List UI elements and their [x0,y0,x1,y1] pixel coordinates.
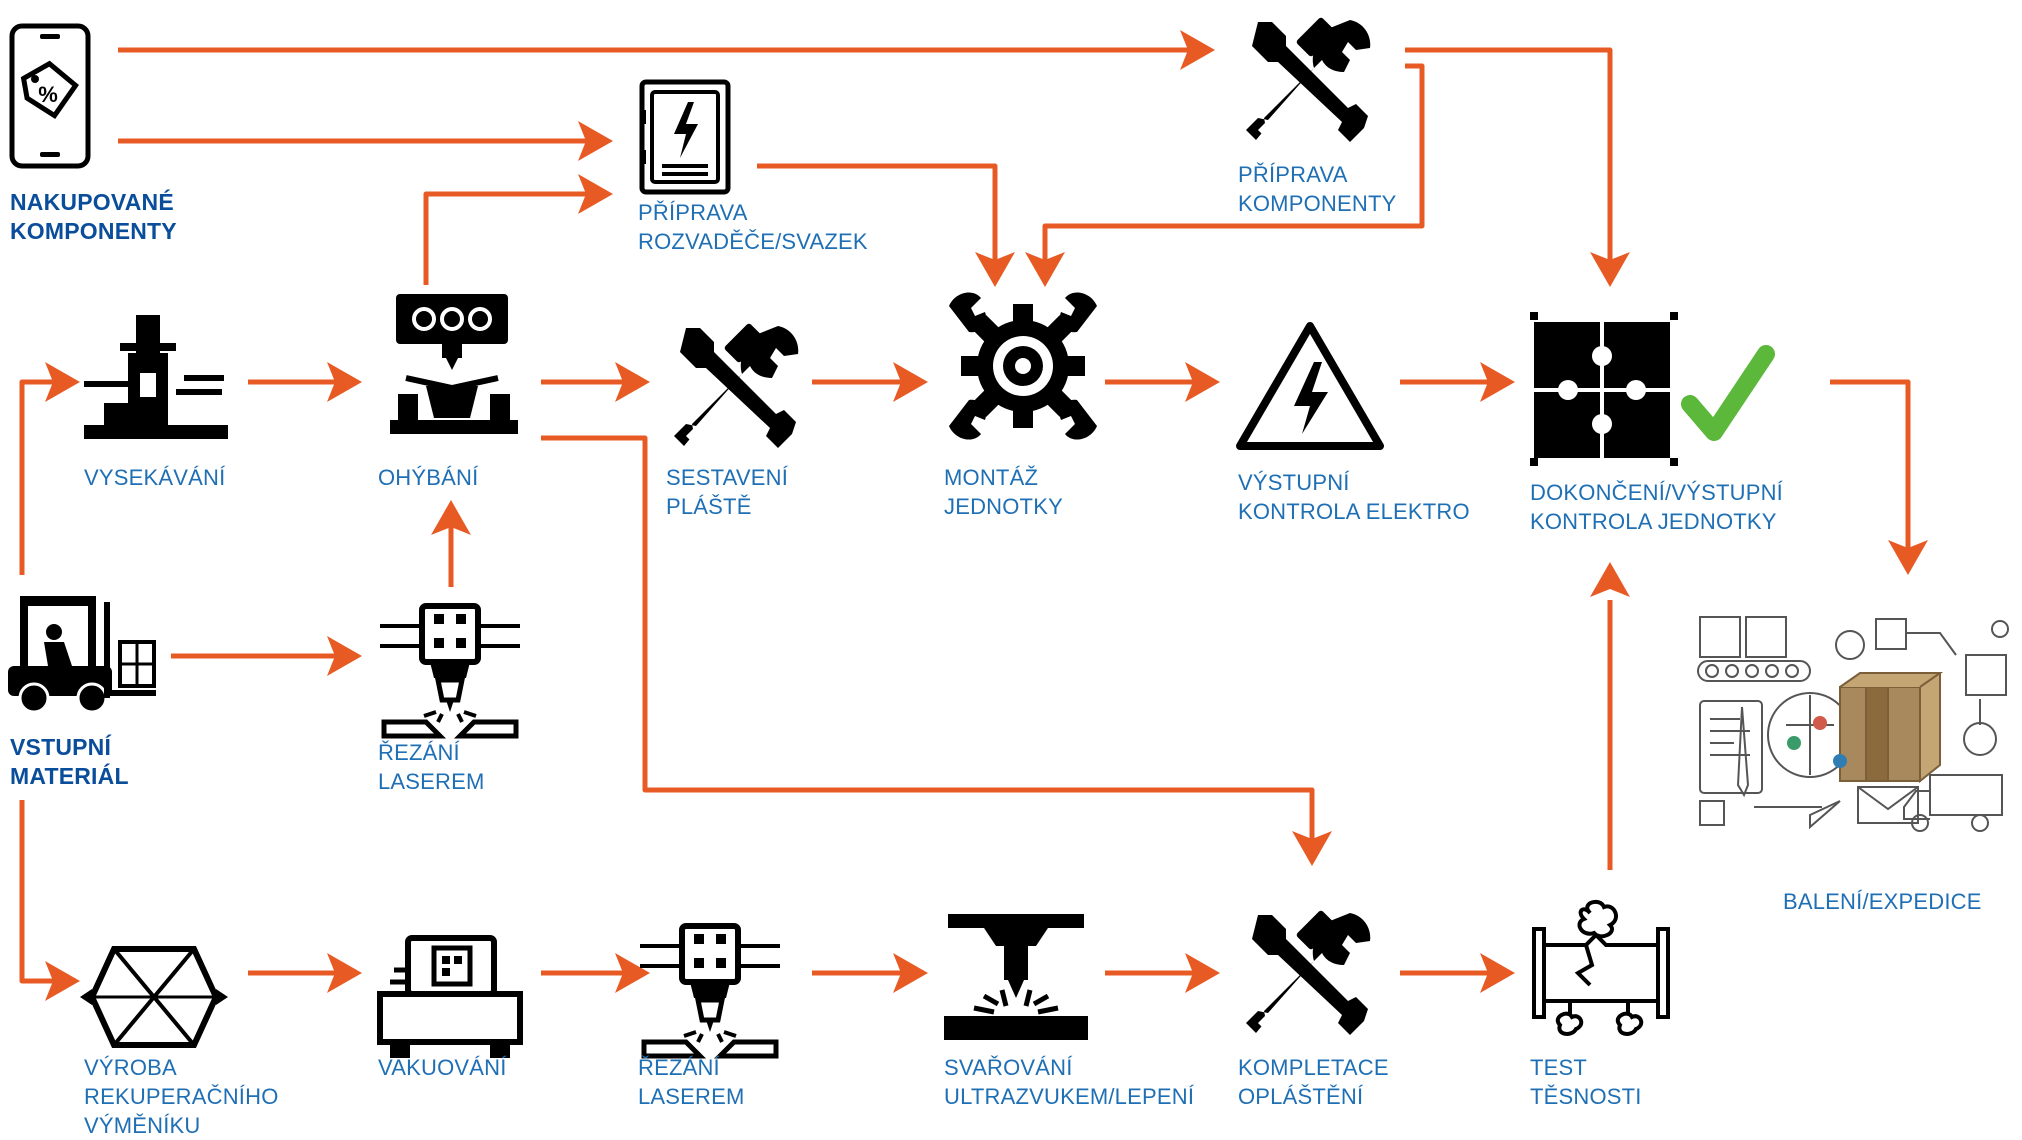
arrowhead [975,252,1015,287]
arrowhead [327,636,362,676]
node-label-baleni: BALENÍ/EXPEDICE [1783,889,1982,914]
gear-wrench-icon [949,292,1097,440]
arrow-dokonceni-to-baleni [1830,379,1911,548]
arrowhead [1888,540,1928,575]
arrowhead [1180,30,1215,70]
ultrasonic-welder-icon [944,914,1088,1040]
arrowhead [578,121,613,161]
svg-text:%: % [38,82,58,107]
arrow-ohybani-to-rozvadec [423,191,595,285]
arrow-ohybani-to-kompletace [541,435,1315,840]
electrical-cabinet-icon [639,79,731,195]
phone-percent-tag-icon: % [9,23,91,169]
leak-test-icon [1532,899,1670,1036]
arrowhead [327,362,362,402]
arrowhead [1185,362,1220,402]
arrowhead [893,362,928,402]
arrowhead [45,961,80,1001]
node-label-vakuovani: VAKUOVÁNÍ [378,1055,507,1080]
puzzle-check-icon [1530,312,1775,466]
arrowhead [615,953,650,993]
arrowhead [1185,953,1220,993]
tools-icon [674,322,799,448]
arrow-vstupni-to-vyroba [19,800,62,984]
heat-exchanger-icon [80,946,228,1048]
arrowhead [1292,831,1332,866]
logistics-icon [1697,616,2009,832]
forklift-icon [8,596,156,714]
arrow-vstupni-to-vysekavani [19,379,62,575]
arrowhead [1590,252,1630,287]
arrowhead [327,953,362,993]
tools-icon [1246,16,1371,142]
high-voltage-icon [1236,322,1384,450]
arrowhead [45,362,80,402]
punching-machine-icon [84,315,228,439]
arrowhead [1025,252,1065,287]
vacuum-machine-icon [377,935,523,1058]
node-label-vysekavani: VYSEKÁVÁNÍ [84,465,226,490]
tools-icon [1246,909,1371,1035]
arrow-rozvadec-to-montaz [757,163,998,265]
arrowhead [1590,562,1630,597]
arrow-komponenty-to-montaz [1042,63,1425,265]
laser-cutter-icon [640,926,780,1056]
arrowhead [578,174,613,214]
arrow-komponenty-to-dokonceni [1405,47,1613,265]
arrowhead [1480,362,1515,402]
arrowhead [1480,953,1515,993]
node-label-ohybani: OHÝBÁNÍ [378,465,479,490]
laser-cutter-icon [380,606,520,736]
bending-press-icon [390,294,518,434]
arrowhead [893,953,928,993]
arrowhead [615,362,650,402]
arrowhead [431,500,471,535]
